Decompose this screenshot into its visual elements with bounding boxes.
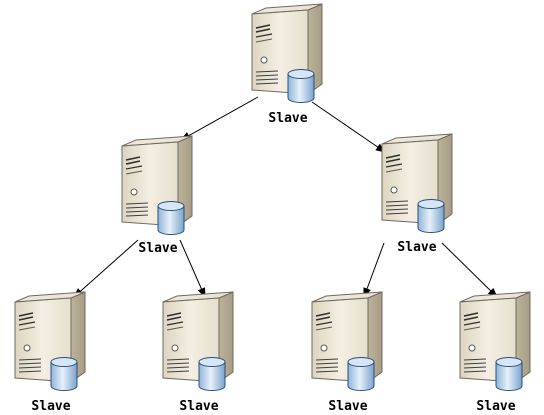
node-root: Slave: [251, 3, 323, 126]
edge-mid-right-to-leaf-4: [441, 242, 498, 298]
server-tower-icon: [121, 135, 193, 236]
node-label: Slave: [31, 399, 70, 414]
edge-mid-left-to-leaf-2: [179, 239, 206, 298]
edge-mid-right-to-leaf-3: [363, 242, 385, 298]
server-tower-icon: [459, 291, 531, 392]
server-tower-icon: [14, 291, 86, 392]
node-label: Slave: [268, 111, 307, 126]
edge-mid-left-to-leaf-1: [73, 239, 139, 298]
node-label: Slave: [328, 399, 367, 414]
node-mid-left: Slave: [121, 135, 193, 256]
edge-root-to-mid-left: [180, 96, 259, 141]
edges: [73, 96, 498, 298]
server-tower-icon: [162, 291, 234, 392]
server-tower-icon: [311, 291, 383, 392]
server-tower-icon: [251, 3, 323, 104]
node-label: Slave: [138, 241, 177, 256]
edge-root-to-mid-right: [311, 101, 386, 153]
node-leaf-1: Slave: [14, 291, 86, 414]
node-leaf-2: Slave: [162, 291, 234, 414]
node-mid-right: Slave: [381, 133, 453, 255]
node-label: Slave: [397, 240, 436, 255]
node-label: Slave: [179, 399, 218, 414]
server-tower-icon: [381, 133, 453, 234]
node-leaf-3: Slave: [311, 291, 383, 414]
node-leaf-4: Slave: [459, 291, 531, 414]
node-label: Slave: [476, 399, 515, 414]
